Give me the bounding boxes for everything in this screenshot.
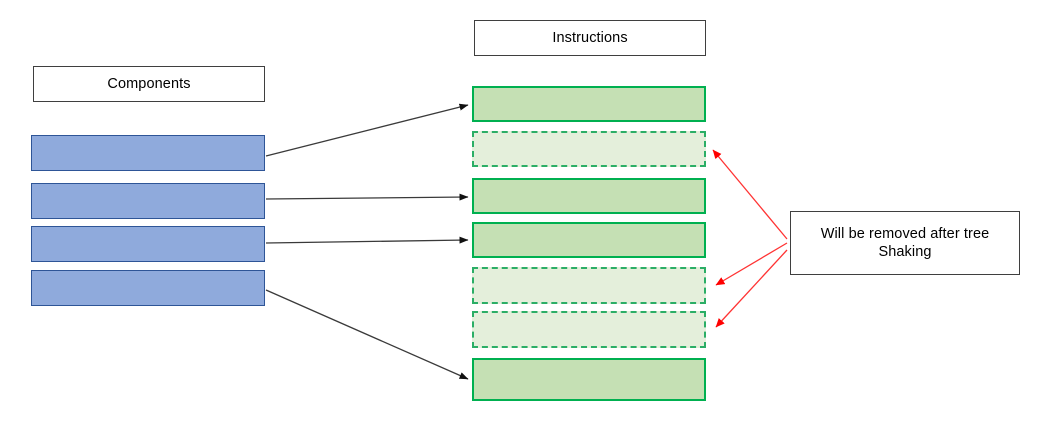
- instruction-box-kept[interactable]: [472, 358, 706, 401]
- components-column-header: Components: [33, 66, 265, 102]
- instruction-box-kept[interactable]: [472, 178, 706, 214]
- mapping-arrow-component-1-to-instruction-1: [265, 103, 469, 157]
- instruction-box-removed[interactable]: [472, 131, 706, 167]
- instructions-column-header: Instructions: [474, 20, 706, 56]
- annotation-arrow-to-instruction-5: [715, 242, 788, 286]
- instructions-header-text: Instructions: [552, 29, 628, 46]
- annotation-arrow-to-instruction-6: [715, 249, 788, 328]
- component-bar[interactable]: [31, 135, 265, 171]
- mapping-arrow-component-3-to-instruction-4: [265, 236, 469, 244]
- component-bar[interactable]: [31, 226, 265, 262]
- mapping-arrow-component-2-to-instruction-3: [265, 193, 469, 201]
- annotation-line-1: Will be removed after tree: [820, 225, 990, 242]
- component-bar[interactable]: [31, 183, 265, 219]
- components-header-text: Components: [107, 75, 191, 92]
- instruction-box-kept[interactable]: [472, 222, 706, 258]
- tree-shaking-annotation-note: Will be removed after tree Shaking: [790, 211, 1020, 275]
- mapping-arrow-group: [265, 103, 469, 380]
- mapping-arrow-component-4-to-instruction-7: [265, 289, 469, 380]
- annotation-arrow-to-instruction-2: [712, 149, 788, 240]
- instruction-box-removed[interactable]: [472, 267, 706, 304]
- component-bar[interactable]: [31, 270, 265, 306]
- annotation-arrow-group: [712, 149, 788, 328]
- instruction-box-kept[interactable]: [472, 86, 706, 122]
- annotation-line-2: Shaking: [878, 244, 932, 260]
- instruction-box-removed[interactable]: [472, 311, 706, 348]
